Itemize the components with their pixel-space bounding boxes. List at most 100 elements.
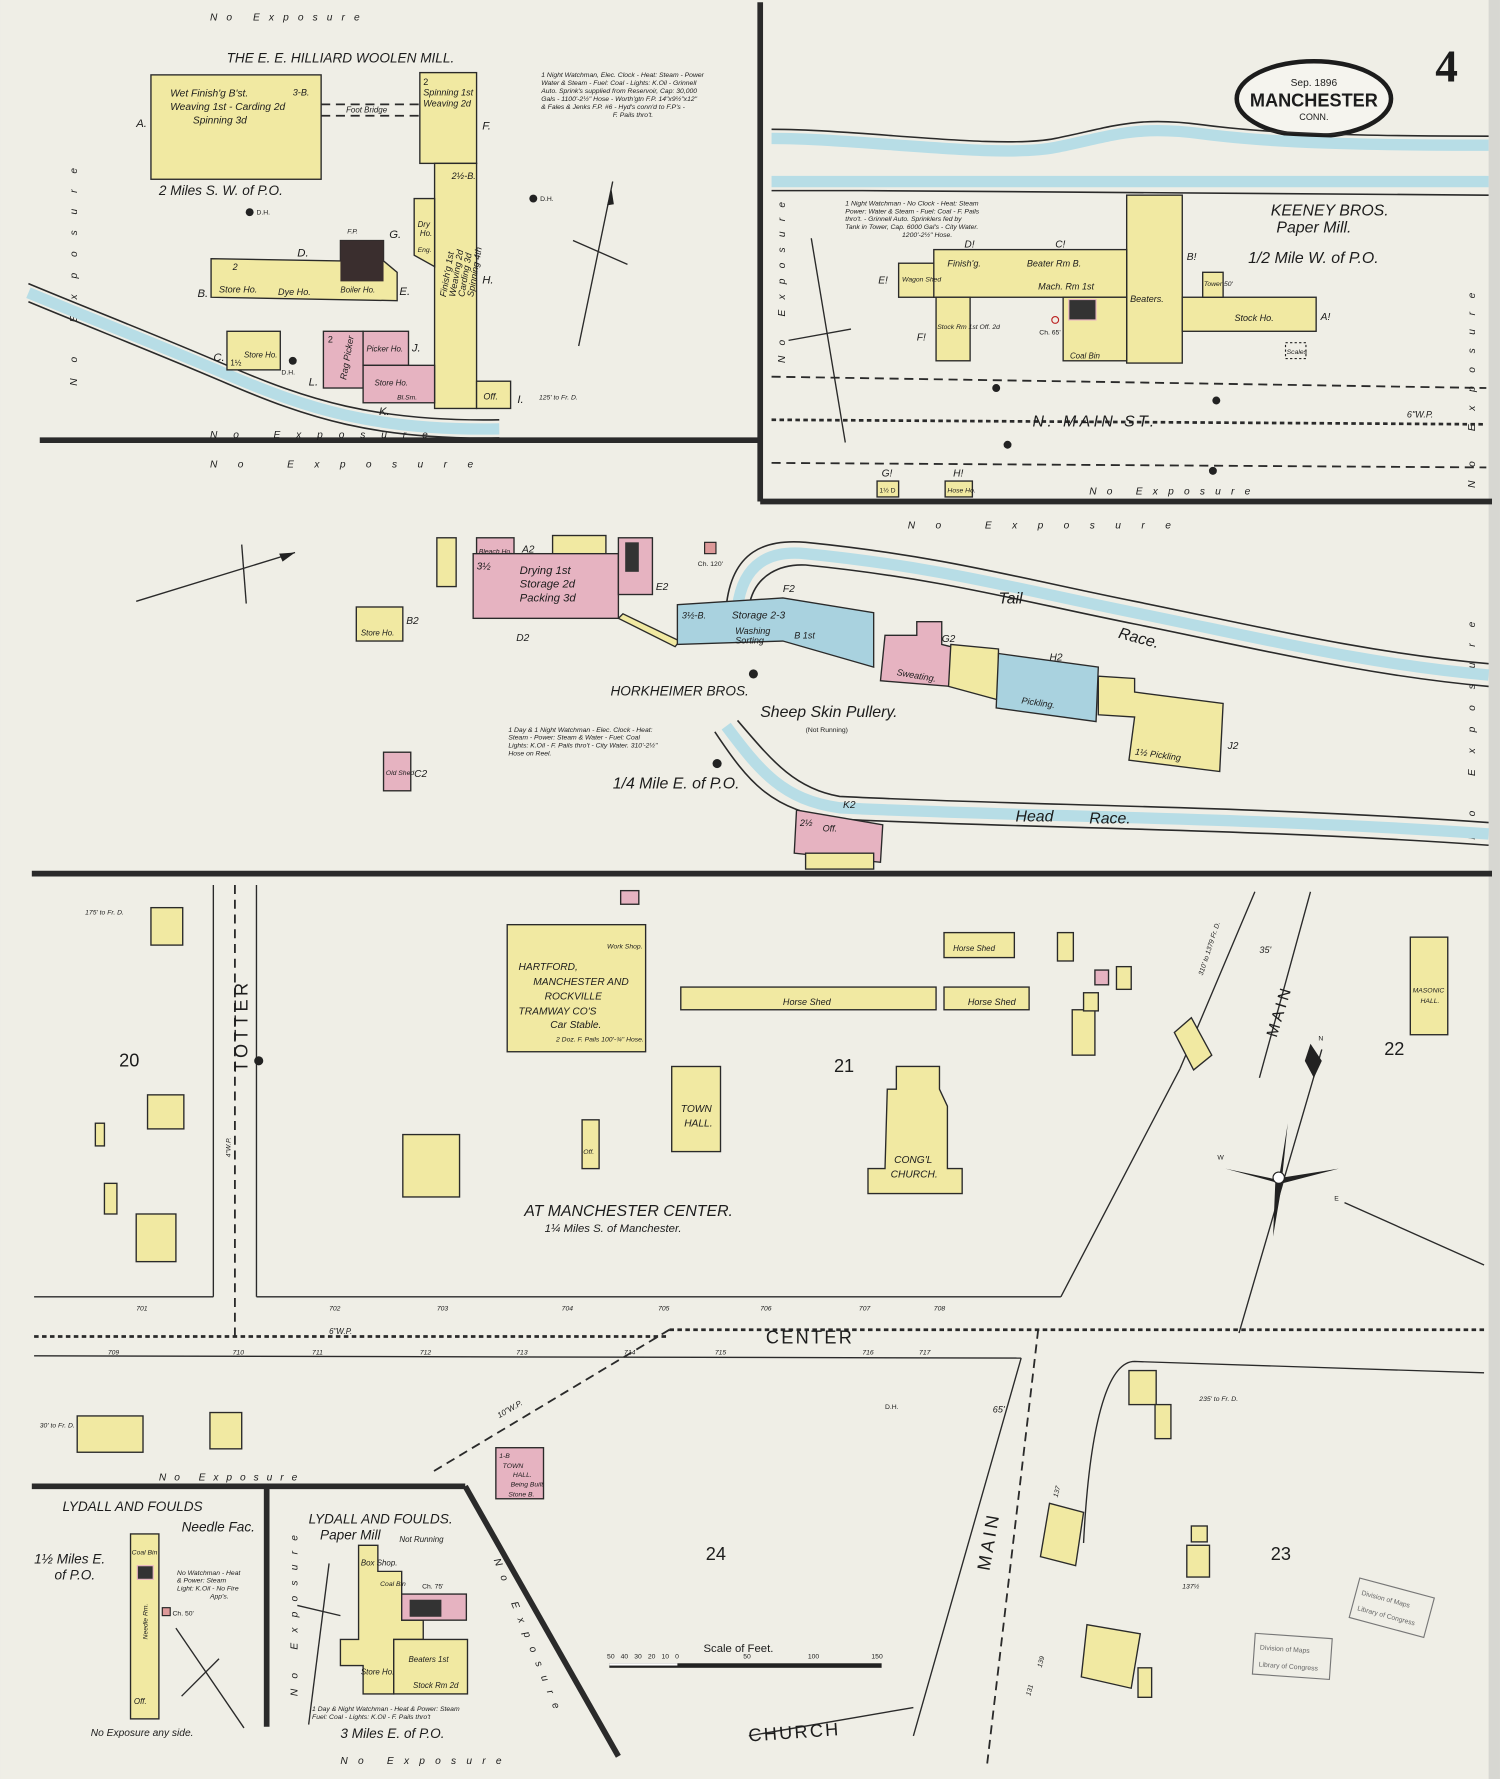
hilliard-bldg-e-fp-label: F.P.: [347, 229, 358, 236]
scale-ticks-1-label: 40: [621, 1654, 629, 1661]
horkheimer-notes-1-label: Steam - Power: Steam & Water - Fuel: Coa…: [508, 735, 640, 742]
horkheimer-rooms-washing-st-label: B 1st: [794, 631, 815, 641]
center-town-hall-building-4-label: Stone B.: [508, 1491, 534, 1498]
horkheimer-rooms-bleach-label: Bleach Ho.: [479, 549, 512, 556]
horkheimer-notes-3-label: Hose on Reel.: [508, 751, 551, 758]
building-b1-beaters: [1125, 194, 1183, 364]
map-mark: [245, 208, 254, 217]
center-house-numbers-4-label: 705: [658, 1305, 670, 1312]
scale-ticks-6-label: 50: [743, 1654, 751, 1661]
keeney-rooms-beater-label: Beater Rm B.: [1027, 259, 1081, 269]
center-town-hall-building-1-label: TOWN: [503, 1463, 524, 1470]
keeney-notes-4-label: 1200'-2½" Hose.: [902, 231, 952, 239]
chimney-icon: [1051, 315, 1060, 324]
map-mark: [135, 1213, 177, 1263]
lydall-paper-rooms-stock-label: Stock Rm 2d: [413, 1681, 459, 1690]
lydall-paper-title-label: LYDALL AND FOULDS.: [309, 1512, 453, 1527]
horkheimer-rooms-storage-label: Storage 2-3: [732, 610, 786, 621]
center-house-numbers-5-label: 706: [760, 1305, 772, 1312]
horkheimer-rooms-pickling1-label: Pickling.: [1021, 696, 1056, 711]
keeney-rooms-wagon-label: Wagon Shed: [902, 276, 941, 283]
keeney-rooms-hose-label: Hose Ho.: [947, 487, 975, 494]
map-mark: [943, 986, 1030, 1011]
map-mark: [1056, 931, 1075, 962]
keeney-rooms-stock-rm-label: Stock Rm 1st Off. 2d: [937, 324, 1000, 331]
map-mark: [771, 120, 1489, 143]
center-town-hall-building-3-label: Being Built: [511, 1481, 545, 1488]
center-compass-e-label: E: [1334, 1195, 1339, 1202]
map-mark: [241, 544, 247, 604]
horkheimer-panel: No Exposure No Exposure No Exposure Tail…: [135, 459, 1490, 870]
map-mark: [1348, 1577, 1436, 1639]
center-subtitle-label: 1¼ Miles S. of Manchester.: [545, 1223, 682, 1235]
center-lot-numbers-3-label: 139: [1037, 1655, 1047, 1668]
lydall-needle-title-label: LYDALL AND FOULDS: [62, 1499, 202, 1514]
compass-rose-icon: N W E: [1217, 1035, 1485, 1334]
map-mark: [1082, 992, 1099, 1012]
keeney-rooms-finish-label: Finish'g.: [947, 259, 980, 269]
hilliard-notes-4-label: & Fales & Jenks F.P. #6 - Hyd's conn'd t…: [541, 104, 685, 111]
title-cartouche: Sep. 1896 MANCHESTER CONN.: [1234, 58, 1394, 139]
horkheimer-notes-0-label: 1 Day & 1 Night Watchman - Elec. Clock -…: [508, 727, 652, 734]
lydall-needle-exposure-label: No Exposure any side.: [91, 1728, 194, 1739]
stamps-1-line1-label: Division of Maps: [1260, 1645, 1311, 1656]
center-distances-se-label: 235' to Fr. D.: [1198, 1396, 1238, 1403]
lydall-paper-distance-label: 3 Miles E. of P.O.: [340, 1726, 444, 1741]
lydall-needle-rooms-coal-label: Coal Bin: [132, 1549, 158, 1556]
building-k: [362, 364, 436, 404]
center-horse-shed-label: Horse Shed: [783, 997, 832, 1007]
map-mark: [288, 356, 297, 365]
map-mark: [1344, 1202, 1485, 1266]
stamps-1-line2-label: Library of Congress: [1258, 1662, 1318, 1673]
map-city: MANCHESTER: [1250, 91, 1378, 111]
keeney-rooms-scales-label: Scales: [1287, 349, 1308, 356]
lydall-needle-notes-2-label: Light: K.Oil - No Fire: [177, 1586, 239, 1593]
center-title-label: AT MANCHESTER CENTER.: [523, 1203, 733, 1220]
hilliard-bldg-c-stories-label: 1½: [230, 358, 241, 367]
congregational-church: [867, 1065, 963, 1195]
center-blocks-0-label: 20: [119, 1050, 139, 1070]
center-town-hall-building-2-label: HALL.: [513, 1472, 532, 1479]
keeney-rooms-stock-ho-label: Stock Ho.: [1234, 313, 1273, 323]
lydall-paper-rooms-box-label: Box Shop.: [361, 1559, 398, 1568]
center-tramway-note-label: 2 Doz. F. Pails 100'-¾" Hose.: [555, 1037, 644, 1044]
horkheimer-rooms-washing-0-label: Washing: [735, 626, 770, 636]
keeney-notes-3-label: Tank in Tower, Cap. 6000 Gal's - City Wa…: [845, 224, 978, 231]
map-mark: [393, 1638, 469, 1695]
map-mark: [625, 542, 639, 572]
center-widths-main35-label: 35': [1259, 945, 1271, 955]
lydall-needle-subtitle-label: Needle Fac.: [182, 1520, 255, 1535]
lydall-paper-status-label: Not Running: [399, 1535, 444, 1544]
center-dh-label: D.H.: [885, 1404, 899, 1411]
keeney-labels-b-label: B!: [1187, 252, 1197, 263]
keeney-no-exposure-label: No Exposure: [777, 192, 788, 363]
hilliard-bldg-c-label-label: Store Ho.: [244, 350, 278, 359]
hilliard-notes-5-label: F. Pails thro't.: [613, 112, 654, 119]
hilliard-bldg-h-stories-label: 2½-B.: [451, 171, 476, 181]
map-mark: [572, 239, 628, 265]
hilliard-bldg-a-lines-2-label: Spinning 3d: [193, 116, 247, 127]
keeney-no-exposure-label: No Exposure: [1467, 279, 1478, 488]
map-mark: [1272, 1171, 1285, 1184]
center-house-numbers-2-label: 703: [437, 1305, 449, 1312]
hilliard-notes-1-label: Water & Steam - Fuel: Coal - Lights: K.O…: [541, 80, 697, 87]
scale-label-label: Scale of Feet.: [703, 1643, 773, 1655]
mill-title: THE E. E. HILLIARD WOOLEN MILL.: [227, 50, 455, 65]
map-mark: [748, 1706, 914, 1737]
lydall-needle-distance-0-label: 1½ Miles E.: [34, 1551, 105, 1566]
keeney-rooms-gd-label: 1½ D: [879, 486, 895, 494]
center-tramway-3-label: TRAMWAY CO'S: [519, 1006, 597, 1017]
map-mark: [1284, 342, 1307, 360]
building-c2-old-shed: [382, 751, 412, 792]
center-house-numbers-14-label: 715: [715, 1350, 727, 1357]
map-mark: [409, 1599, 442, 1617]
map-mark: [279, 552, 296, 562]
hilliard-bldg-h-id-label: H.: [482, 275, 493, 287]
map-mark: [1251, 1632, 1333, 1681]
center-house-numbers-7-label: 708: [934, 1305, 946, 1312]
lydall-paper-notes-0-label: 1 Day & Night Watchman - Heat & Power: S…: [312, 1706, 460, 1713]
map-mark: [1258, 891, 1312, 1079]
center-masonic-1-label: HALL.: [1421, 998, 1440, 1005]
center-compass-w-label: W: [1217, 1155, 1224, 1162]
map-mark: [1060, 1068, 1181, 1298]
